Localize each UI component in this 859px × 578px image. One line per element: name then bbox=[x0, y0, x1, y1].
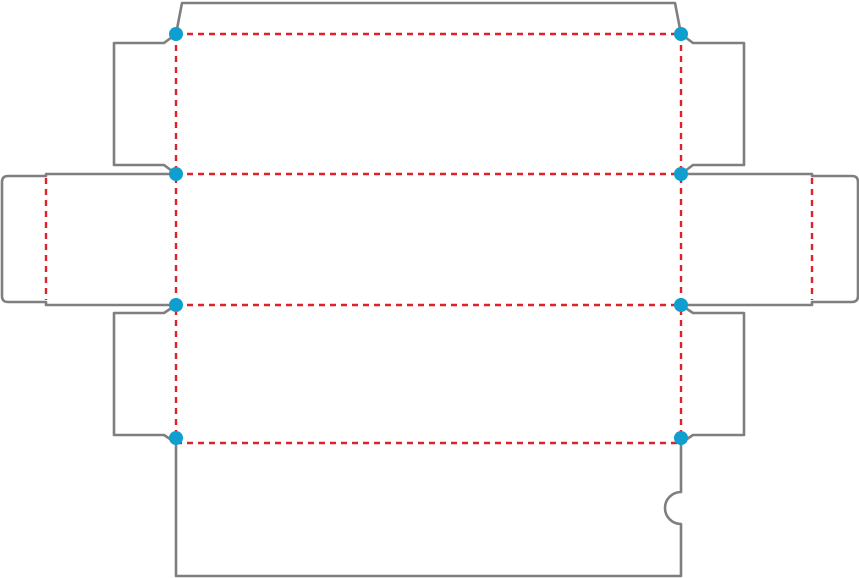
corner-dot-top-left bbox=[169, 27, 183, 41]
corner-dot-upper-left bbox=[169, 167, 183, 181]
corner-dot-upper-right bbox=[674, 167, 688, 181]
corner-dot-bottom-right bbox=[674, 431, 688, 445]
corner-dot-lower-right bbox=[674, 298, 688, 312]
corner-dots bbox=[169, 27, 688, 445]
fold-lines bbox=[44, 32, 814, 445]
corner-dot-bottom-left bbox=[169, 431, 183, 445]
corner-dot-top-right bbox=[674, 27, 688, 41]
corner-dot-lower-left bbox=[169, 298, 183, 312]
